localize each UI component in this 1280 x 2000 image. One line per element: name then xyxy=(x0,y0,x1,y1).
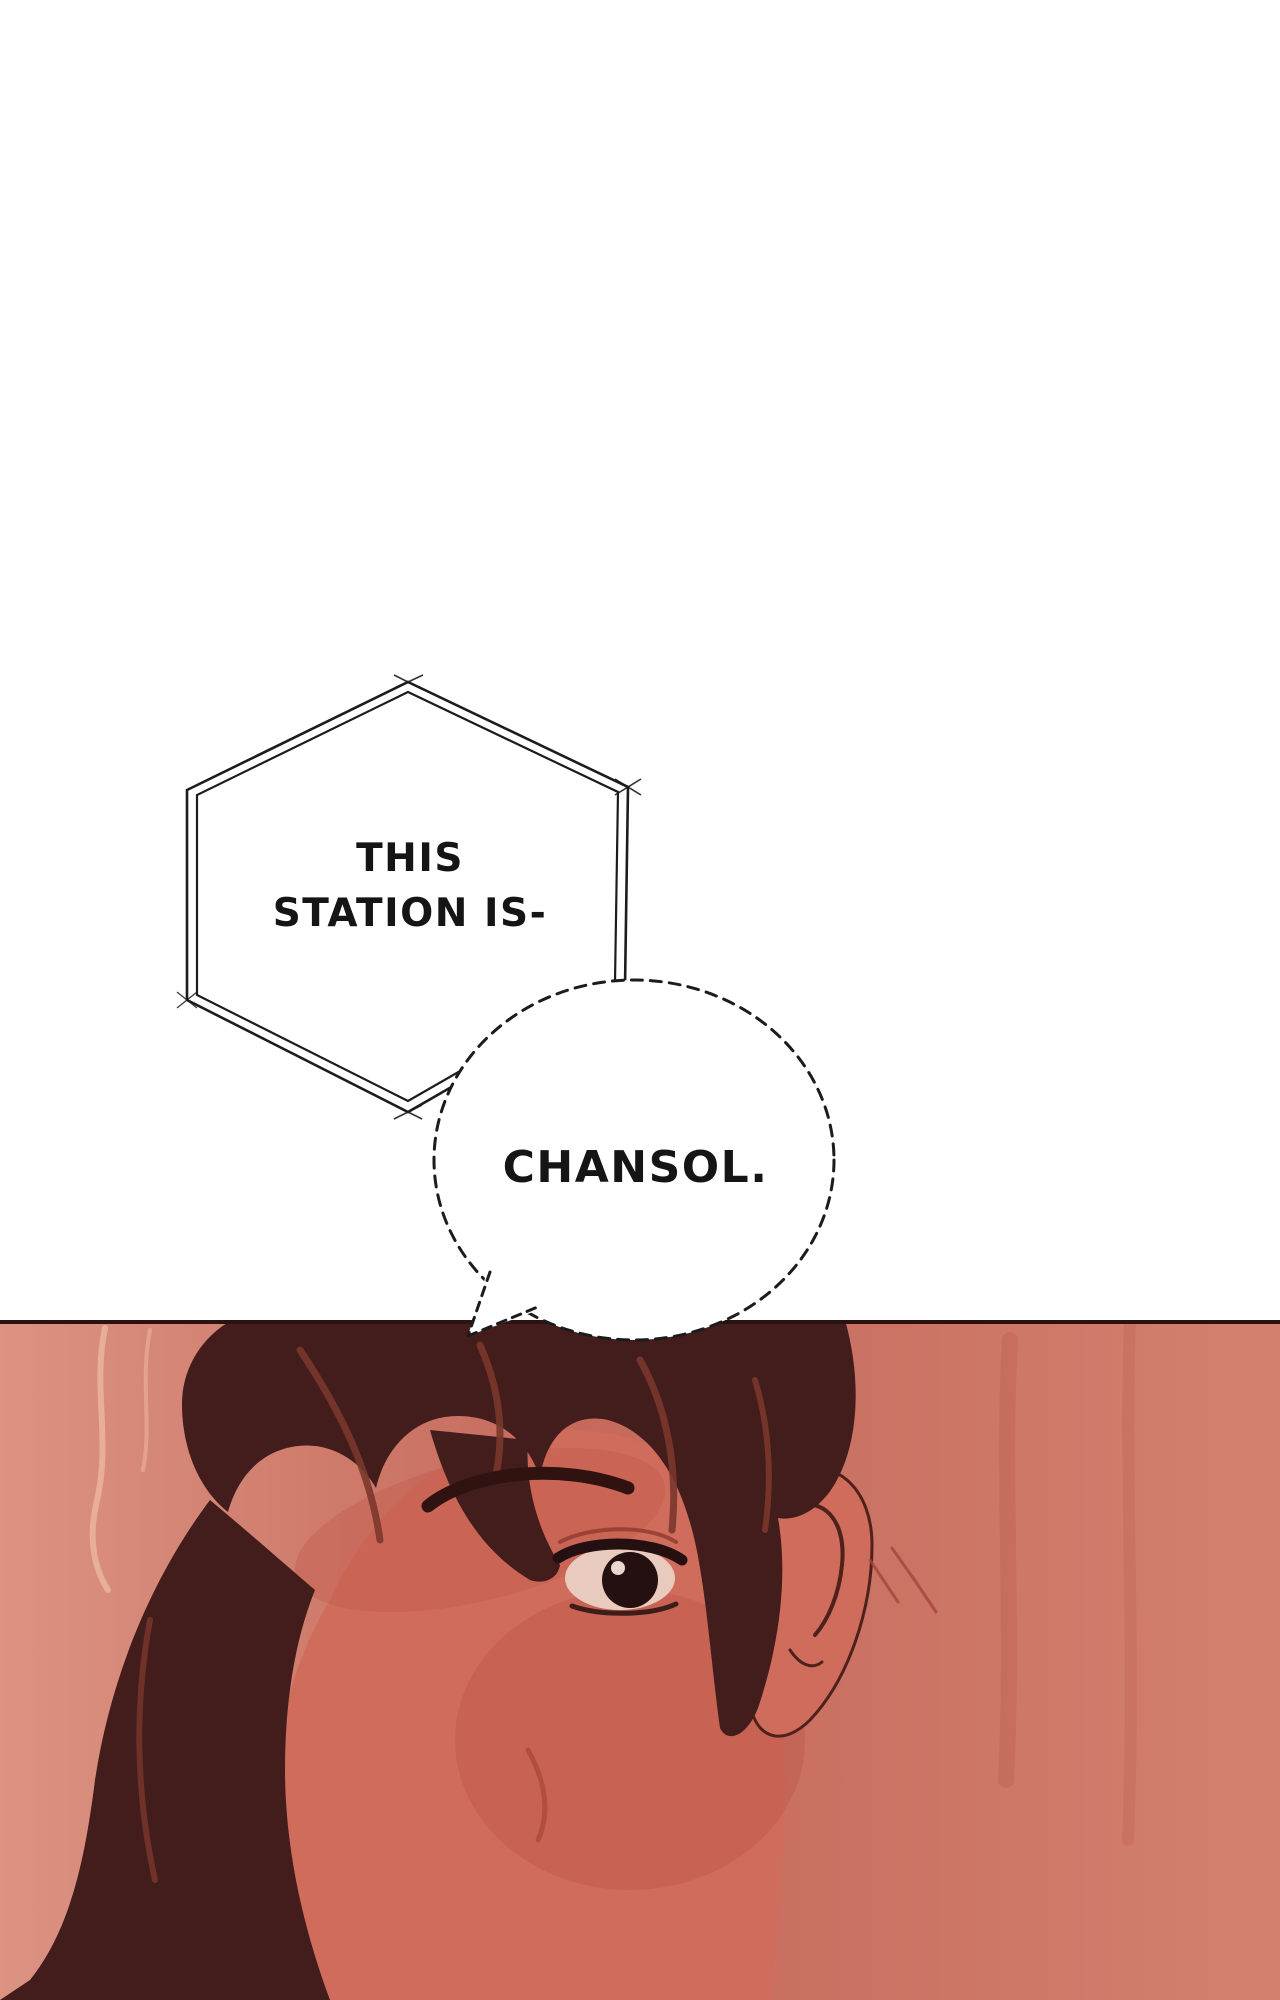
hair-left-strand xyxy=(0,1500,330,2000)
hexagon-bubble-line-1: THIS xyxy=(356,836,464,881)
hair-mass xyxy=(182,1320,856,1737)
hair-highlight xyxy=(296,1346,384,1544)
artwork-panel xyxy=(0,1320,1280,2000)
upper-eyelid xyxy=(552,1538,688,1566)
eye-glint xyxy=(611,1561,625,1575)
artwork-illustration xyxy=(0,1320,1280,2000)
cloud-bubble-ellipse xyxy=(432,978,836,1342)
hair-highlight xyxy=(476,1341,504,1484)
background-streak xyxy=(1122,1320,1137,1846)
nose-line xyxy=(525,1747,548,1843)
hexagon-corner-tick-bottom xyxy=(393,1104,423,1120)
hair-light-strand xyxy=(89,1325,111,1593)
hair-highlight xyxy=(636,1356,678,1534)
hexagon-corner-tick-right xyxy=(614,778,642,796)
hexagon-bubble-text: THIS STATION IS- xyxy=(165,831,655,942)
hexagon-corner-tick-left xyxy=(176,991,198,1009)
eyelid-crease xyxy=(558,1527,678,1544)
cloud-speech-bubble: CHANSOL. xyxy=(428,972,843,1372)
hexagon-bubble-outline xyxy=(176,674,642,1120)
cloud-bubble-outline xyxy=(432,978,836,1342)
cloud-bubble-tail-line xyxy=(466,1270,542,1338)
lower-eyelid xyxy=(569,1601,679,1616)
ear-inner-line xyxy=(798,1502,845,1637)
cloud-bubble-tail-fill xyxy=(468,1268,544,1336)
background-streak xyxy=(998,1332,1018,1788)
blush-hatch-marks xyxy=(868,1546,938,1614)
hair-highlight xyxy=(752,1377,772,1533)
hair-highlight xyxy=(136,1617,158,1883)
hexagon-corner-tick-top xyxy=(392,674,424,690)
hair-light-strand xyxy=(141,1328,152,1472)
hexagon-inner-line xyxy=(195,690,620,1103)
cloud-bubble-text: CHANSOL. xyxy=(502,1142,769,1193)
hexagon-speech-bubble: THIS STATION IS- xyxy=(165,655,655,1125)
ear-lobe-line xyxy=(788,1648,824,1668)
hexagon-bubble-line-2: STATION IS- xyxy=(272,891,548,937)
eyebrow xyxy=(421,1466,635,1513)
eye-iris xyxy=(602,1552,658,1608)
